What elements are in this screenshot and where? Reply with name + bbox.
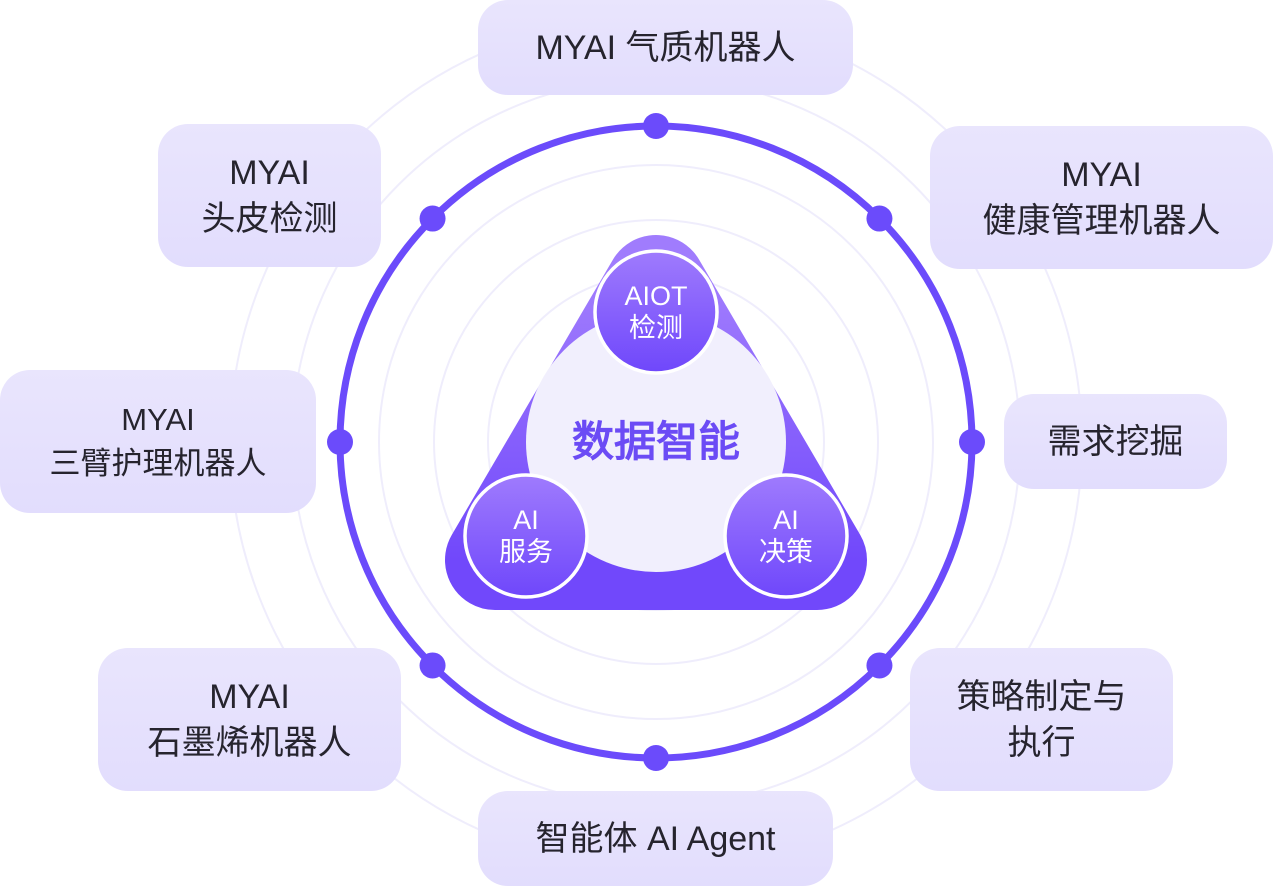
label-box-strategy: 策略制定与 执行 — [910, 648, 1173, 791]
node-line: AIOT — [624, 281, 688, 311]
ring-dot — [327, 429, 353, 455]
label-line: 石墨烯机器人 — [147, 723, 352, 762]
node-line: 决策 — [759, 537, 813, 567]
core-circle — [526, 312, 786, 572]
ring-dot — [959, 429, 985, 455]
node-ai-decision: AI 决策 — [724, 474, 848, 598]
faint-ring — [378, 164, 934, 720]
label-box-temperament-robot: MYAI 气质机器人 — [478, 0, 853, 95]
label-line: 需求挖掘 — [1047, 422, 1184, 461]
ring-dot — [643, 745, 669, 771]
label-line: MYAI 气质机器人 — [535, 28, 796, 67]
ring-dot — [866, 652, 893, 679]
label-line: 头皮检测 — [201, 199, 338, 238]
label-box-agent: 智能体 AI Agent — [478, 791, 833, 886]
node-line: 服务 — [499, 537, 553, 567]
label-line: 执行 — [1007, 723, 1076, 762]
label-box-scalp-detection: MYAI 头皮检测 — [158, 124, 381, 267]
node-line: AI — [513, 505, 539, 535]
ring-dot — [866, 205, 893, 232]
label-line: MYAI — [1061, 155, 1142, 194]
ring-dot — [419, 205, 446, 232]
node-circle-aiot — [593, 249, 719, 375]
node-circle-service — [463, 473, 589, 599]
faint-ring — [433, 219, 879, 665]
ring-dot — [643, 113, 669, 139]
node-ai-service: AI 服务 — [464, 474, 588, 598]
label-line: MYAI — [121, 401, 195, 437]
ring-dot — [419, 652, 446, 679]
label-line: 三臂护理机器人 — [49, 445, 267, 481]
label-line: 策略制定与 — [956, 677, 1127, 716]
node-line: 检测 — [629, 313, 683, 343]
node-line: AI — [773, 505, 799, 535]
label-box-demand-mining: 需求挖掘 — [1004, 394, 1227, 489]
label-line: MYAI — [209, 677, 290, 716]
label-box-graphene-robot: MYAI 石墨烯机器人 — [98, 648, 401, 791]
label-box-health-robot: MYAI 健康管理机器人 — [930, 126, 1273, 269]
label-line: 健康管理机器人 — [982, 201, 1221, 240]
label-line: 智能体 AI Agent — [535, 819, 776, 858]
core-title: 数据智能 — [571, 418, 740, 465]
node-circle-decision — [723, 473, 849, 599]
label-box-triple-arm-robot: MYAI 三臂护理机器人 — [0, 370, 316, 513]
node-aiot-detection: AIOT 检测 — [594, 250, 718, 374]
label-line: MYAI — [229, 153, 310, 192]
